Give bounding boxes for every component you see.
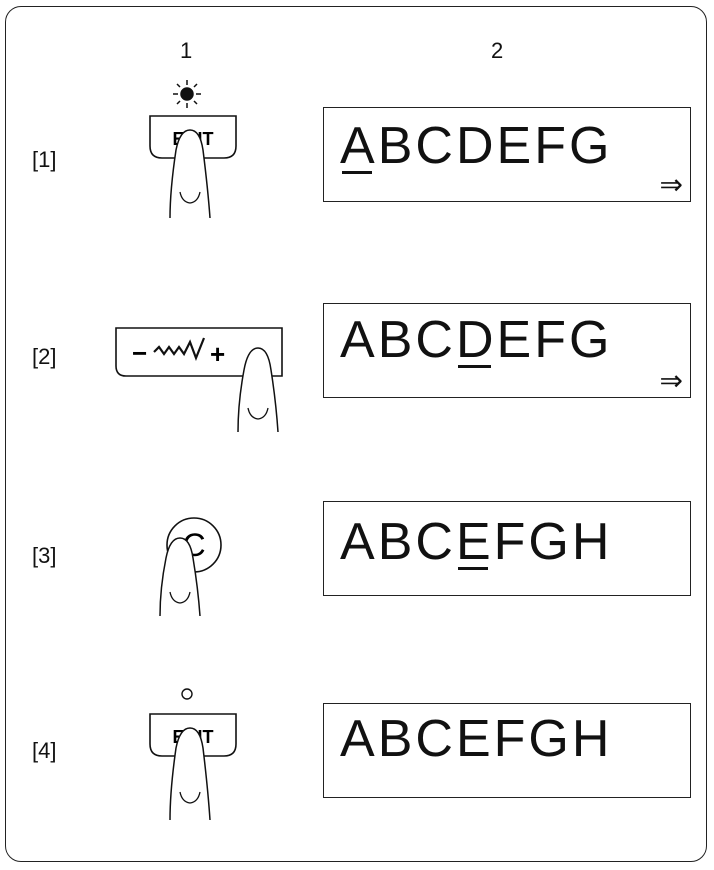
- lcd-char: F: [493, 513, 529, 571]
- lcd-text: ABCEFGH: [340, 709, 706, 769]
- right-arrow-icon: ⇒: [659, 365, 683, 396]
- lcd-char: A: [340, 311, 378, 369]
- indicator-off-icon: [181, 688, 193, 700]
- edit-button-lit[interactable]: EDIT: [140, 80, 260, 220]
- indicator-lit-icon: [173, 80, 201, 108]
- finger-icon: [169, 129, 211, 219]
- zigzag-icon: [153, 337, 206, 362]
- lcd-char-cursor: A: [340, 117, 378, 175]
- lcd-char: B: [377, 513, 416, 571]
- lcd-char: G: [568, 311, 613, 369]
- lcd-char: G: [528, 513, 572, 571]
- minus-sign: −: [132, 338, 147, 368]
- lcd-char: B: [377, 117, 416, 175]
- lcd-char: D: [455, 117, 497, 175]
- lcd-char: E: [496, 311, 535, 369]
- finger-icon: [159, 537, 201, 617]
- step-label-4: [4]: [32, 738, 57, 763]
- lcd-char: A: [340, 710, 378, 768]
- lcd-char: B: [377, 311, 416, 369]
- lcd-char: E: [455, 710, 494, 768]
- width-adjust-button[interactable]: − +: [112, 320, 292, 435]
- finger-icon: [169, 727, 211, 821]
- lcd-char-cursor: E: [455, 513, 494, 571]
- plus-sign: +: [210, 339, 225, 369]
- column-label-1: 1: [180, 38, 193, 63]
- lcd-text: ABCDEFG: [340, 116, 706, 176]
- clear-button[interactable]: C: [150, 508, 250, 618]
- step-label-2: [2]: [32, 344, 57, 369]
- step-label-3: [3]: [32, 543, 57, 568]
- lcd-char: C: [415, 710, 456, 768]
- lcd-char: H: [571, 513, 613, 571]
- lcd-char: B: [377, 710, 416, 768]
- lcd-display-4: ABCEFGH: [323, 703, 691, 798]
- lcd-char-cursor: D: [455, 311, 497, 369]
- lcd-char: E: [496, 117, 535, 175]
- right-arrow-icon: ⇒: [659, 169, 683, 200]
- lcd-display-1: ABCDEFG ⇒: [323, 107, 691, 202]
- lcd-display-3: ABCEFGH: [323, 501, 691, 596]
- column-label-2: 2: [491, 38, 504, 63]
- lcd-char: G: [528, 710, 572, 768]
- lcd-char: C: [415, 311, 456, 369]
- lcd-char: F: [534, 117, 569, 175]
- lcd-char: A: [340, 513, 378, 571]
- edit-button-unlit[interactable]: EDIT: [140, 684, 260, 824]
- lcd-char: G: [568, 117, 613, 175]
- lcd-text: ABCEFGH: [340, 512, 706, 572]
- lcd-display-2: ABCDEFG ⇒: [323, 303, 691, 398]
- lcd-char: C: [415, 513, 456, 571]
- lcd-char: C: [415, 117, 456, 175]
- finger-icon: [237, 347, 279, 433]
- lcd-char: F: [493, 710, 529, 768]
- step-label-1: [1]: [32, 147, 57, 172]
- figure-frame: [5, 6, 707, 862]
- lcd-text: ABCDEFG: [340, 310, 706, 370]
- lcd-char: H: [571, 710, 613, 768]
- lcd-char: F: [534, 311, 569, 369]
